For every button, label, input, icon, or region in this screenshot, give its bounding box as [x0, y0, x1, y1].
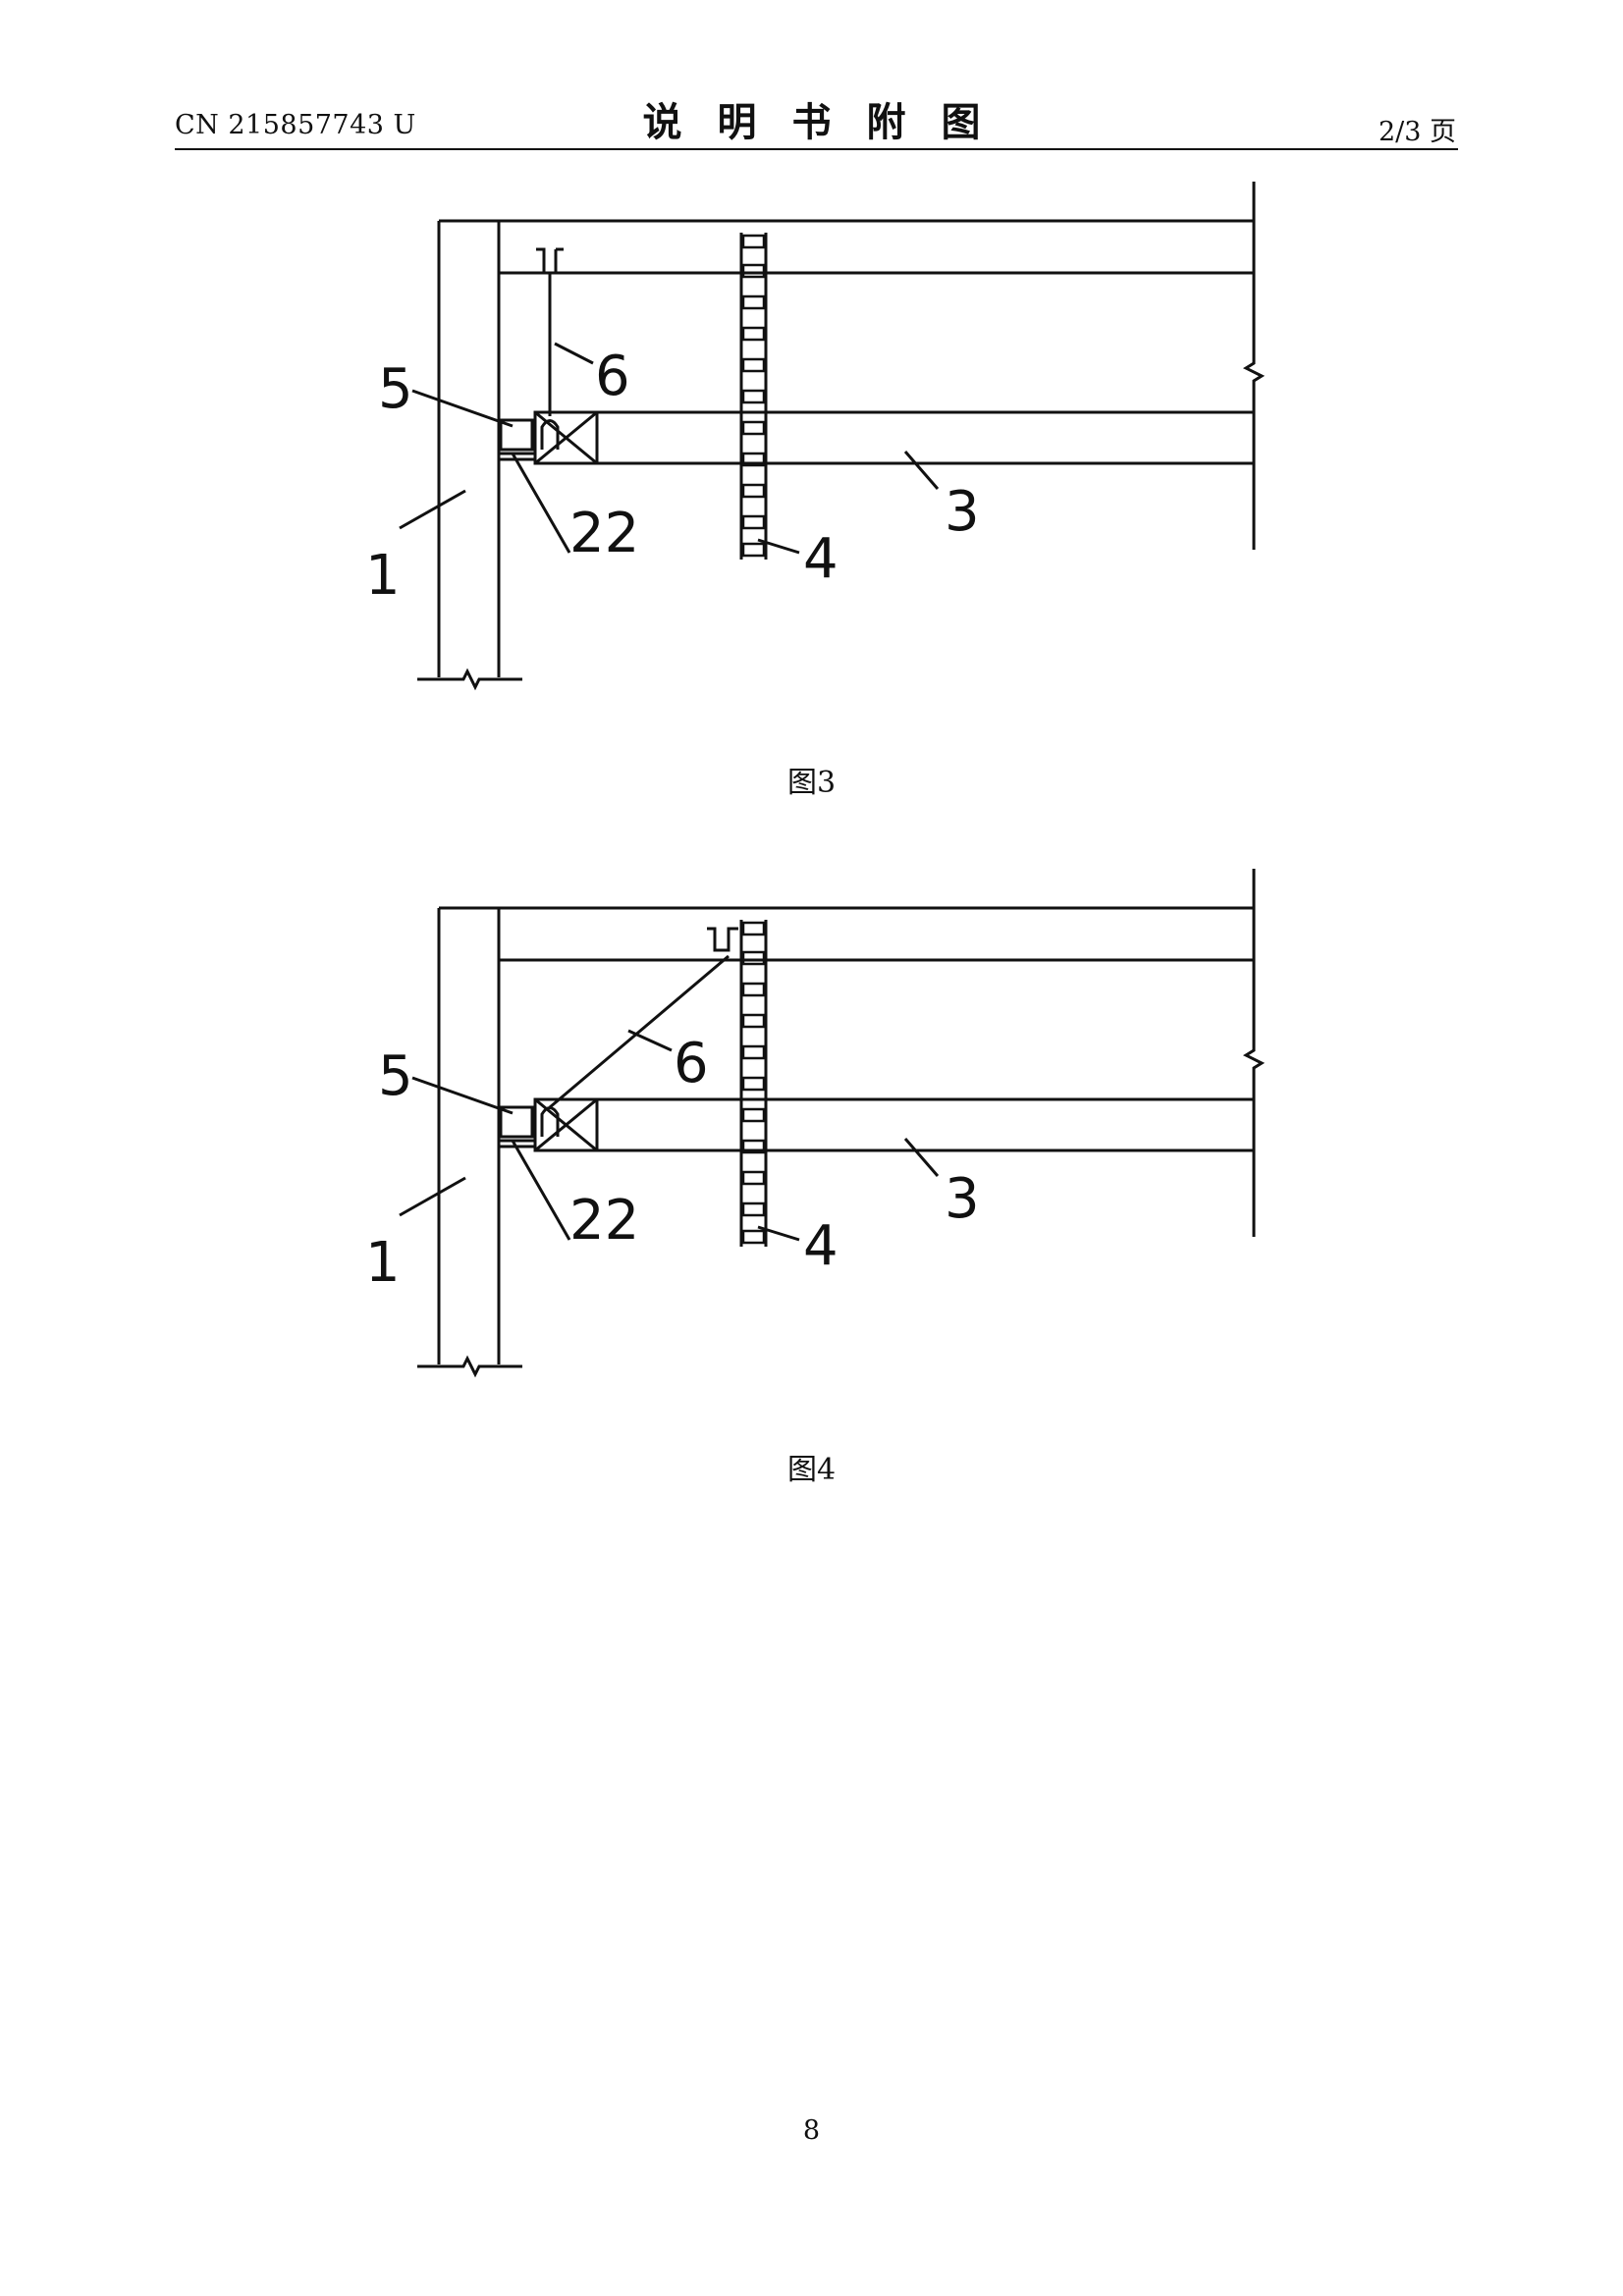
column-break-line: [417, 1355, 522, 1378]
right-break-line: [1242, 182, 1266, 550]
figure-4-drawing: 5 6 3 4 22 1: [365, 869, 1266, 1378]
label-6: 6: [674, 1032, 709, 1095]
tie-rod: [549, 954, 730, 1109]
beam-end-box: [533, 1097, 599, 1152]
bracket: [499, 1105, 534, 1139]
figure-4: 5 6 3 4 22 1: [0, 854, 1623, 1561]
leader-6: [554, 342, 594, 365]
leader-3: [903, 1138, 940, 1177]
label-1: 1: [365, 1231, 401, 1295]
label-4: 4: [803, 527, 839, 591]
publication-number: CN 215857743 U: [175, 110, 416, 140]
figure-4-caption: 图4: [786, 1453, 837, 1487]
page-header: CN 215857743 U 说明书附图 2/3 页: [0, 0, 1623, 157]
leader-6: [627, 1029, 673, 1052]
leader-3: [903, 451, 940, 490]
label-22: 22: [569, 1189, 639, 1253]
label-5: 5: [378, 357, 413, 421]
leader-5: [411, 1076, 514, 1115]
label-22: 22: [569, 502, 639, 565]
column-break-line: [417, 667, 522, 691]
label-4: 4: [803, 1214, 839, 1278]
right-break-line: [1242, 869, 1266, 1237]
header-rule: [175, 148, 1458, 150]
leader-22: [511, 453, 571, 554]
leader-22: [511, 1140, 571, 1241]
label-6: 6: [595, 345, 630, 408]
page-of-total: 2/3 页: [1378, 117, 1456, 147]
figure-3-caption: 图3: [786, 766, 837, 800]
label-1: 1: [365, 544, 401, 608]
leader-1: [399, 489, 466, 530]
bracket: [499, 418, 534, 452]
leader-4: [757, 1225, 800, 1242]
leader-1: [399, 1176, 466, 1217]
label-3: 3: [945, 1167, 980, 1231]
leader-4: [757, 538, 800, 555]
beam-end-box: [533, 410, 599, 465]
label-5: 5: [378, 1044, 413, 1108]
label-3: 3: [945, 480, 980, 544]
page-number: 8: [802, 2115, 821, 2146]
figure-3: 5 6 3 4 22 1: [0, 167, 1623, 874]
document-title: 说明书附图: [642, 99, 1016, 145]
leader-5: [411, 389, 514, 428]
figure-3-drawing: 5 6 3 4 22 1: [365, 182, 1266, 691]
